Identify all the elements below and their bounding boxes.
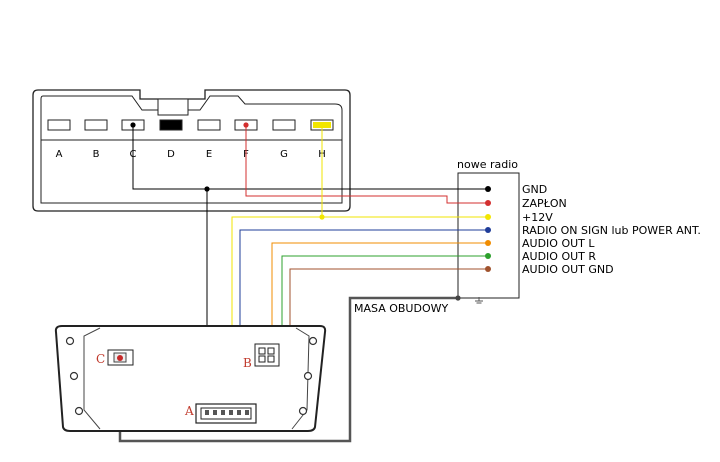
mount-hole-icon xyxy=(74,406,84,416)
unit-plug-c-label: C xyxy=(96,352,105,366)
connector-latch xyxy=(157,98,189,116)
ground-symbol-icon xyxy=(475,297,483,304)
connector-pin-label: A xyxy=(56,149,63,160)
output-label: +12V xyxy=(522,211,553,224)
chassis-junction-dot xyxy=(455,295,461,301)
connector-slot-a xyxy=(47,119,71,131)
chassis-ground-label: MASA OBUDOWY xyxy=(354,302,448,315)
mount-hole-icon xyxy=(303,371,313,381)
gnd-junction-dot xyxy=(204,186,210,192)
output-label: RADIO ON SIGN lub POWER ANT. xyxy=(522,224,701,237)
connector-pin-label: B xyxy=(93,149,100,160)
connector-slot-d xyxy=(159,119,183,131)
output-dot xyxy=(485,200,491,206)
connector-slot-b xyxy=(84,119,108,131)
output-label: GND xyxy=(522,183,547,196)
connector-pin-label: E xyxy=(206,149,212,160)
output-dot xyxy=(485,227,491,233)
connector-pin-label: D xyxy=(167,149,175,160)
output-dot xyxy=(485,253,491,259)
new-radio-box xyxy=(457,172,520,299)
output-label: AUDIO OUT GND xyxy=(522,263,614,276)
mount-hole-icon xyxy=(298,406,308,416)
plus12v-junction-dot xyxy=(319,214,325,220)
output-label: ZAPŁON xyxy=(522,197,567,210)
unit-plug-b xyxy=(254,343,280,367)
output-dot xyxy=(485,266,491,272)
connector-slot-g xyxy=(272,119,296,131)
mount-hole-icon xyxy=(69,371,79,381)
wire-zaplon xyxy=(245,125,488,204)
unit-plug-a-label: A xyxy=(184,404,194,418)
output-dot xyxy=(485,240,491,246)
unit-plug-b-label: B xyxy=(243,356,252,370)
mount-hole-icon xyxy=(308,336,318,346)
harness-connector xyxy=(32,89,351,212)
output-dot xyxy=(485,214,491,220)
output-dot xyxy=(485,186,491,192)
connector-slot-e xyxy=(197,119,221,131)
mount-hole-icon xyxy=(65,336,75,346)
new-radio-title: nowe radio xyxy=(457,158,518,171)
connector-pin-label: G xyxy=(280,149,288,160)
unit-plug-c xyxy=(107,349,134,366)
unit-plug-a xyxy=(195,403,257,424)
output-label: AUDIO OUT R xyxy=(522,250,596,263)
output-label: AUDIO OUT L xyxy=(522,237,595,250)
